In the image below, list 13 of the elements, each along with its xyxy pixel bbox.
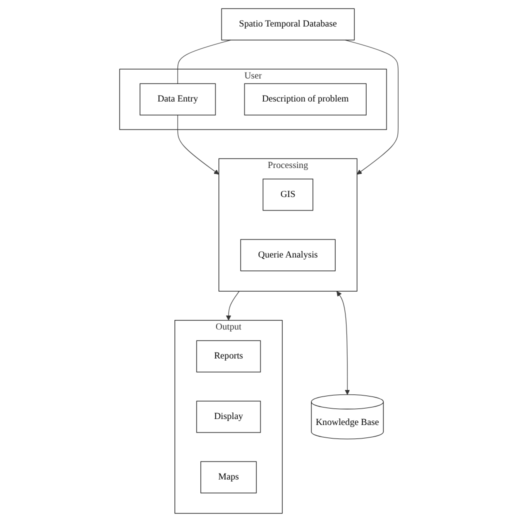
- node-box: Display: [196, 400, 261, 433]
- node-box: Data Entry: [140, 83, 216, 116]
- connector: [178, 40, 232, 84]
- node-box: Reports: [196, 340, 261, 372]
- node-box: GIS: [262, 178, 314, 211]
- node-box: Querie Analysis: [240, 239, 336, 272]
- arrow: [336, 291, 350, 395]
- arrow: [344, 40, 399, 175]
- node-box: Description of problem: [244, 83, 367, 116]
- node-box: Spatio Temporal Database: [221, 8, 355, 40]
- arrow: [178, 114, 220, 175]
- node-box: Maps: [200, 461, 257, 494]
- arrow: [226, 290, 240, 321]
